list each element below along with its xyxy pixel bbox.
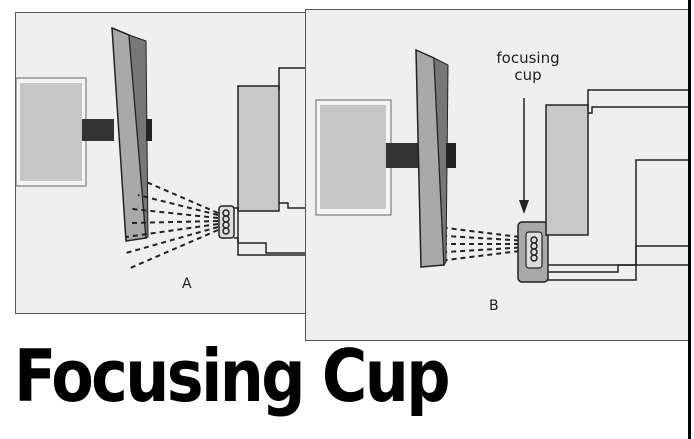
- focusing-cup-callout: focusing cup: [488, 50, 568, 84]
- cathode-block: [237, 85, 280, 212]
- callout-line-2: cup: [514, 66, 542, 84]
- panel-a-label: A: [182, 276, 192, 292]
- rotor-stem: [82, 119, 114, 141]
- panel-a-diagram: [16, 26, 321, 270]
- callout-line-1: focusing: [496, 49, 560, 67]
- rotor-block: [320, 105, 386, 209]
- anode-face: [433, 57, 449, 267]
- panel-b-diagram: [315, 48, 691, 283]
- anode-hub: [446, 143, 456, 168]
- page-title: Focusing Cup: [14, 334, 451, 418]
- cathode-filament: [525, 231, 543, 269]
- panel-b: focusing cup B: [305, 9, 691, 341]
- page-right-border: [688, 0, 691, 439]
- anode-hub: [146, 119, 152, 141]
- panel-b-label: B: [489, 298, 499, 314]
- cathode-block: [545, 104, 589, 236]
- callout-arrow-head: [519, 200, 529, 214]
- rotor-stem: [386, 143, 421, 168]
- panel-a: A: [15, 12, 321, 314]
- lead-wires: [548, 89, 691, 281]
- focused-electron-beam: [445, 227, 529, 261]
- electron-beam: [125, 180, 219, 270]
- anode-face: [128, 34, 149, 239]
- rotor-block: [20, 83, 82, 181]
- filament-coils: [222, 209, 230, 235]
- filament-coils: [530, 236, 538, 262]
